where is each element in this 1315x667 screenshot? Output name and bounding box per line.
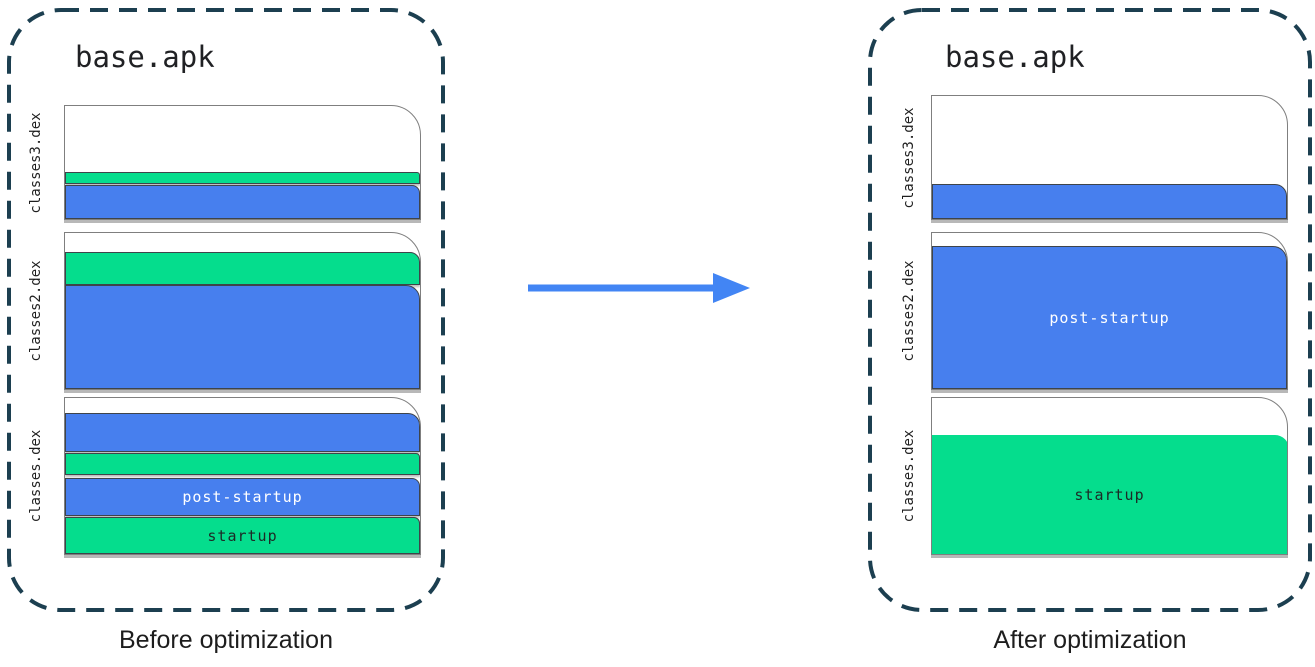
apk-title-after: base.apk [945, 40, 1085, 74]
dex-segment [65, 413, 420, 452]
caption-after: After optimization [993, 626, 1187, 654]
dex-label-classes2-after: classes2.dex [900, 260, 917, 362]
dex-segment-post-startup: post-startup [65, 478, 420, 516]
dex-segment [65, 172, 420, 184]
dex-segment-startup: startup [65, 517, 420, 554]
dex-page-classes3-after [931, 95, 1288, 220]
dex-segment-startup: startup [932, 435, 1287, 554]
dex-label-classes-before: classes.dex [27, 429, 44, 523]
dex-page-classes3-before [64, 105, 421, 220]
dex-label-classes3-before: classes3.dex [27, 111, 44, 214]
apk-container-after: base.apk classes3.dex classes2.dex post-… [868, 8, 1312, 612]
dex-page-classes2-before [64, 232, 421, 390]
dex-segment [932, 184, 1287, 219]
dex-label-classes-after: classes.dex [900, 429, 917, 523]
after-panel: base.apk classes3.dex classes2.dex post-… [868, 0, 1312, 667]
apk-title-before: base.apk [75, 40, 215, 74]
segment-label: post-startup [182, 488, 303, 506]
segment-label: post-startup [1049, 308, 1170, 327]
dex-segment [65, 285, 420, 389]
segment-label: startup [207, 526, 278, 545]
dex-segment [65, 453, 420, 475]
caption-before: Before optimization [118, 626, 333, 654]
before-panel: base.apk classes3.dex classes2.dex class… [7, 0, 445, 667]
dex-page-classes-before: post-startup startup [64, 397, 421, 555]
dex-page-classes-after: startup [931, 397, 1288, 555]
segment-label: startup [1074, 485, 1145, 504]
dex-segment [65, 185, 420, 219]
dex-label-classes2-before: classes2.dex [27, 260, 44, 362]
dex-page-classes2-after: post-startup [931, 232, 1288, 390]
dex-label-classes3-after: classes3.dex [900, 106, 917, 209]
dex-segment-post-startup: post-startup [932, 246, 1287, 389]
apk-container-before: base.apk classes3.dex classes2.dex class… [7, 8, 445, 612]
dashed-border [868, 8, 1312, 612]
arrow-right-icon [528, 270, 750, 306]
dex-segment [65, 252, 420, 285]
